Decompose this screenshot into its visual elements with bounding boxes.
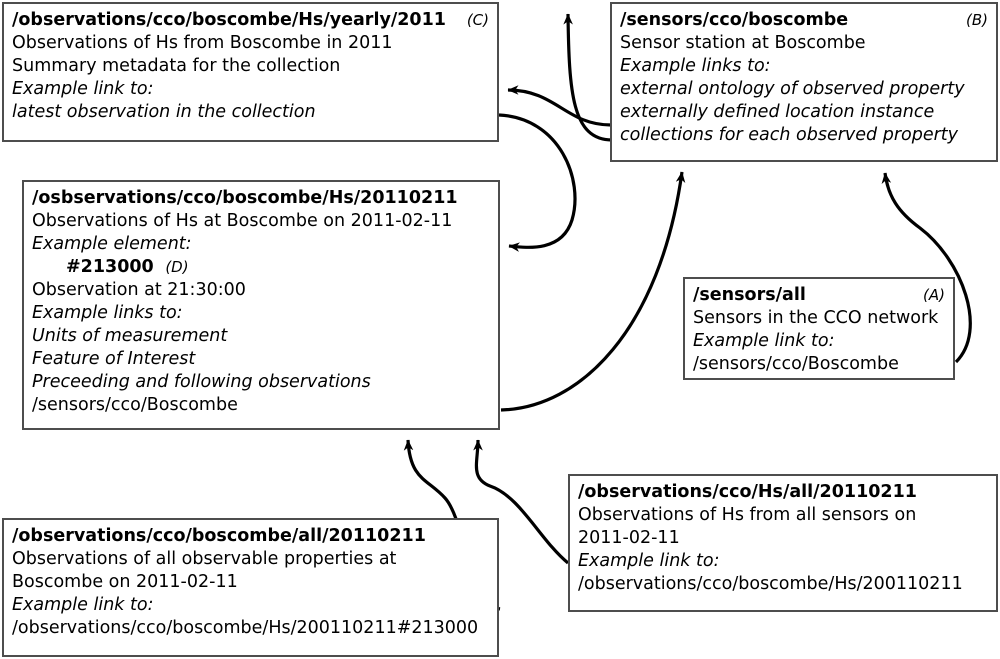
node-c-line-3: Example link to:: [12, 79, 154, 99]
node-c-title: /observations/cco/boscombe/Hs/yearly/201…: [12, 10, 446, 30]
connector-b-to-offscreen-top: [563, 13, 613, 142]
node-e-line-4: /observations/cco/boscombe/Hs/200110211#…: [12, 618, 479, 638]
node-d-title: /osbservations/cco/boscombe/Hs/20110211: [32, 188, 458, 208]
node-b-line-1: Sensor station at Boscombe: [620, 33, 866, 53]
node-d-line-2: Example element:: [32, 234, 192, 254]
node-d-line-6: Units of measurement: [32, 326, 228, 346]
node-b-line-5: collections for each observed property: [620, 125, 959, 145]
node-d-element-id: #213000: [66, 257, 154, 277]
node-c-line-1: Observations of Hs from Boscombe in 2011: [12, 33, 393, 53]
node-d-line-9: /sensors/cco/Boscombe: [32, 395, 238, 415]
node-f-title: /observations/cco/Hs/all/20110211: [578, 482, 917, 502]
node-b-tag: (B): [966, 11, 988, 29]
node-f-line-4: /observations/cco/boscombe/Hs/200110211: [578, 574, 963, 594]
node-box-d[interactable]: /osbservations/cco/boscombe/Hs/20110211 …: [22, 180, 500, 430]
node-a-line-2: Example link to:: [693, 331, 835, 351]
node-f-header: /observations/cco/Hs/all/20110211: [578, 481, 988, 504]
node-b-line-3: external ontology of observed property: [620, 79, 965, 99]
node-d-line-7: Feature of Interest: [32, 349, 196, 369]
node-b-title: /sensors/cco/boscombe: [620, 10, 849, 30]
node-a-line-3: /sensors/cco/Boscombe: [693, 354, 899, 374]
node-f-line-1: Observations of Hs from all sensors on: [578, 505, 917, 525]
node-e-line-1: Observations of all observable propertie…: [12, 549, 397, 569]
node-f-line-3: Example link to:: [578, 551, 720, 571]
node-b-header: /sensors/cco/boscombe (B): [620, 9, 988, 32]
node-a-tag: (A): [923, 286, 945, 304]
node-d-line-4: Observation at 21:30:00: [32, 280, 246, 300]
node-a-title: /sensors/all: [693, 285, 806, 305]
node-d-example-element: #213000 (D): [32, 256, 490, 279]
node-box-c[interactable]: /observations/cco/boscombe/Hs/yearly/201…: [2, 2, 499, 142]
node-d-line-1: Observations of Hs at Boscombe on 2011-0…: [32, 211, 453, 231]
node-box-f[interactable]: /observations/cco/Hs/all/20110211 Observ…: [568, 474, 998, 612]
node-d-line-8: Preceeding and following observations: [32, 372, 371, 392]
node-e-header: /observations/cco/boscombe/all/20110211: [12, 525, 489, 548]
node-d-tag: (D): [165, 258, 189, 276]
node-d-header: /osbservations/cco/boscombe/Hs/20110211: [32, 187, 490, 210]
node-b-line-4: externally defined location instance: [620, 102, 935, 122]
node-c-line-4: latest observation in the collection: [12, 102, 316, 122]
node-e-line-3: Example link to:: [12, 595, 154, 615]
node-a-header: /sensors/all (A): [693, 284, 945, 307]
node-c-line-2: Summary metadata for the collection: [12, 56, 341, 76]
connector-c-to-d: [498, 113, 577, 252]
node-box-a[interactable]: /sensors/all (A) Sensors in the CCO netw…: [683, 277, 955, 380]
connector-d-to-b: [500, 171, 686, 412]
node-b-line-2: Example links to:: [620, 56, 771, 76]
node-box-e[interactable]: /observations/cco/boscombe/all/20110211 …: [2, 518, 499, 657]
node-e-title: /observations/cco/boscombe/all/20110211: [12, 526, 426, 546]
connector-b-to-c: [507, 85, 612, 127]
node-d-line-5: Example links to:: [32, 303, 183, 323]
node-c-tag: (C): [466, 11, 489, 29]
node-f-line-2: 2011-02-11: [578, 528, 680, 548]
node-c-header: /observations/cco/boscombe/Hs/yearly/201…: [12, 9, 489, 32]
node-box-b[interactable]: /sensors/cco/boscombe (B) Sensor station…: [610, 2, 998, 162]
node-e-line-2: Boscombe on 2011-02-11: [12, 572, 238, 592]
node-a-line-1: Sensors in the CCO network: [693, 308, 939, 328]
